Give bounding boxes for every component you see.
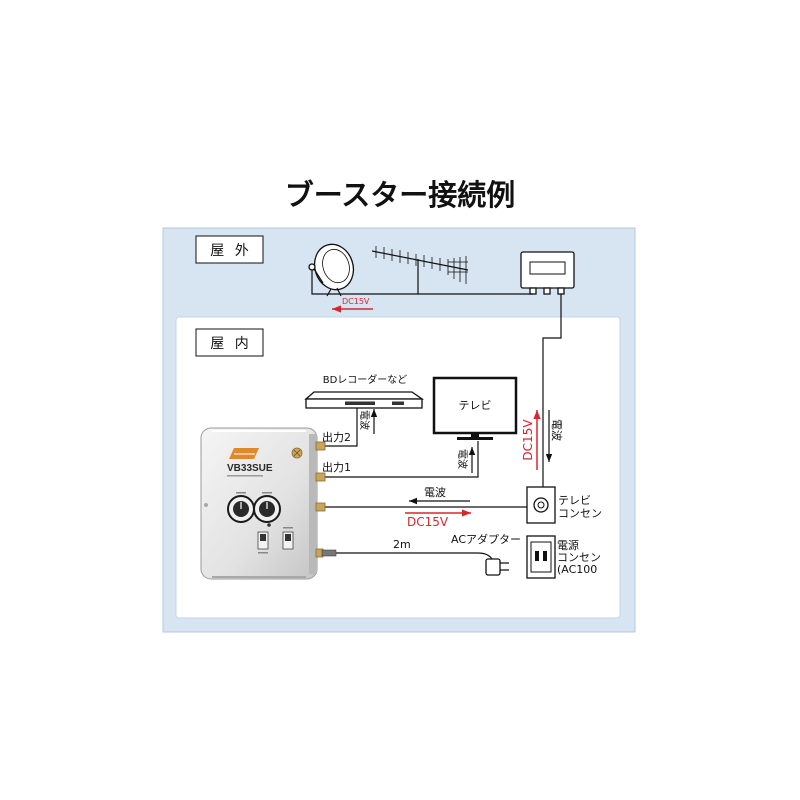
tv-outlet-connector-core — [537, 501, 545, 509]
cable-length-label: 2m — [393, 538, 411, 551]
outdoor-label-text: 屋 外 — [210, 243, 251, 259]
bd-signal-label: 電波 — [358, 410, 371, 430]
gain-knob-left-icon — [227, 495, 255, 523]
output1-connector — [315, 472, 326, 482]
power-outlet-slot-left — [535, 551, 539, 561]
booster-model-label: VB33SUE — [227, 463, 273, 474]
tv-outlet-icon — [526, 486, 556, 524]
input-connector — [315, 502, 326, 512]
outdoor-label-box — [195, 235, 264, 264]
power-outlet-label-line1: 電源 — [557, 538, 579, 552]
booster-side-edge — [309, 434, 317, 574]
downlink-dc-label: DC15V — [521, 419, 535, 461]
brand-logo — [229, 448, 259, 459]
switch-left-lever — [260, 534, 266, 541]
indoor-label-text: 屋 内 — [210, 336, 251, 352]
dish-inner-rim — [322, 248, 350, 284]
output2-connector — [315, 441, 326, 451]
outdoor-unit-icon — [520, 251, 575, 295]
tv-screen — [432, 376, 518, 435]
screw-slot — [293, 449, 301, 457]
ac-adapter-cable — [336, 552, 493, 560]
power-outlet-frame — [530, 541, 552, 573]
switch-caption-right — [283, 527, 293, 529]
outdoor-unit-mid-connector — [543, 287, 551, 295]
antenna-elements — [375, 246, 468, 284]
ac-adapter-icon — [485, 558, 509, 576]
outdoor-unit-output-connector — [557, 287, 565, 295]
knob-caption-right — [262, 492, 272, 494]
outdoor-unit-input-connector — [529, 287, 537, 295]
bd-recorder-label: BDレコーダーなど — [323, 373, 408, 386]
bd-recorder-buttons — [392, 401, 404, 405]
output2-cable — [325, 408, 358, 447]
tv-outlet-label-line1: テレビ — [558, 494, 591, 507]
screw-icon — [291, 447, 303, 459]
switch-left-icon — [257, 531, 269, 550]
side-screw-icon — [204, 503, 208, 507]
tv-outlet-label-line2: コンセン — [558, 507, 602, 520]
tv-signal-label: 電波 — [456, 449, 469, 469]
tv-outlet-connector — [533, 497, 549, 513]
power-outlet-label-line3: (AC100 — [557, 563, 597, 576]
knob-caption-left — [236, 492, 246, 494]
switch-right-icon — [282, 531, 294, 550]
switch-right-lever — [285, 534, 291, 541]
satellite-dish-icon — [308, 243, 355, 297]
power-outlet-label-line2: コンセン — [557, 551, 601, 564]
downlink-signal-label: 電波 — [550, 419, 563, 441]
bd-recorder-icon — [304, 391, 425, 409]
outdoor-dc-label: DC15V — [342, 297, 370, 306]
tv-stand-neck — [471, 433, 479, 437]
power-outlet-slot-right — [543, 551, 547, 561]
power-outlet-plate — [526, 535, 556, 579]
feed-signal-label: 電波 — [424, 486, 446, 499]
ac-adapter-prongs — [500, 562, 509, 571]
dc-plug — [321, 549, 337, 557]
dish-stand — [326, 287, 342, 297]
output1-cable — [325, 441, 479, 478]
outdoor-unit-body — [520, 251, 575, 289]
outdoor-unit-panel — [529, 261, 566, 275]
feed-dc-label: DC15V — [407, 515, 449, 529]
indoor-section-label: 屋 内 — [195, 328, 264, 357]
power-led-icon — [267, 523, 271, 527]
outdoor-antenna-cable — [311, 270, 533, 295]
ac-adapter-label: ACアダプター — [451, 532, 521, 546]
page-title: ブースター接続例 — [285, 178, 516, 212]
tv-label: テレビ — [459, 399, 492, 412]
gain-knob-right-icon — [253, 495, 281, 523]
uhf-antenna-icon — [371, 246, 469, 294]
booster-caption-mark — [227, 475, 263, 477]
antenna-boom — [371, 250, 469, 271]
switch-caption-left — [258, 552, 268, 554]
bd-recorder-disc-slot — [345, 401, 375, 405]
power-outlet-icon — [526, 535, 556, 579]
tv-stand-base — [457, 437, 493, 440]
downlink-cable — [542, 294, 562, 487]
output1-label: 出力1 — [322, 460, 351, 474]
dish-feed-arm — [313, 268, 324, 284]
ac-adapter-body — [485, 558, 501, 576]
indoor-label-box — [195, 328, 264, 357]
tv-icon: テレビ — [432, 376, 518, 440]
outdoor-section-label: 屋 外 — [195, 235, 264, 264]
dish-lnb — [308, 263, 316, 271]
output2-label: 出力2 — [322, 430, 351, 444]
bd-recorder-top — [304, 391, 425, 400]
booster-unit-icon: VB33SUE — [200, 427, 337, 580]
